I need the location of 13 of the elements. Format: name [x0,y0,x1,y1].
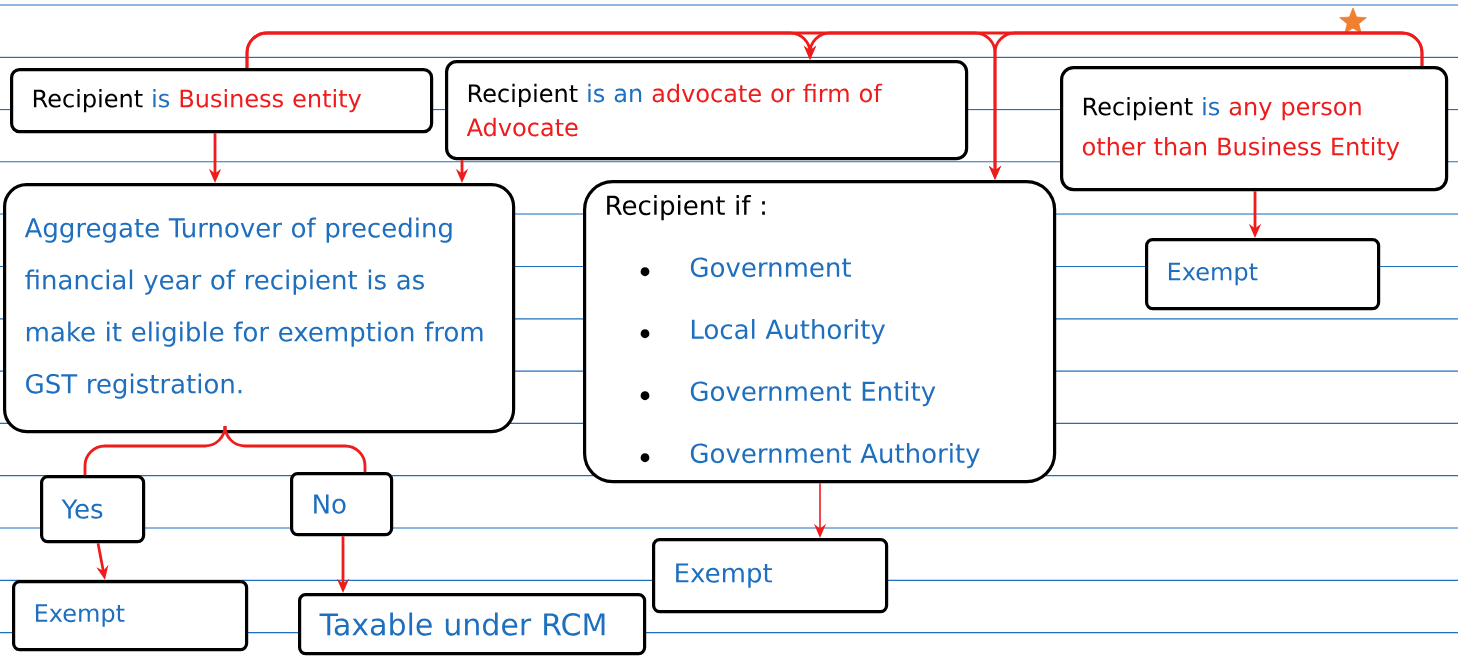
result-box: Taxable under RCM [298,593,647,656]
answer-box: No [290,472,394,537]
answer-box: Yes [40,475,146,544]
process-box: Recipient is an advocate or firm of Advocate [445,60,969,161]
process-box: Recipient is any person other than Business Entity [1060,66,1449,192]
process-box: Recipient is Business entity [10,68,434,134]
result-box: Exempt [1145,238,1381,311]
process-box: Aggregate Turnover of preceding financial year of recipient is as make it eligible for exemption from GST registration. [3,183,516,434]
result-box: Exempt [652,538,889,614]
process-box: Recipient if : Government Local Authority Government Entity Government Authority [583,180,1057,484]
result-box: Exempt [12,580,249,652]
connector-line [83,424,227,475]
connector-line [223,424,367,472]
